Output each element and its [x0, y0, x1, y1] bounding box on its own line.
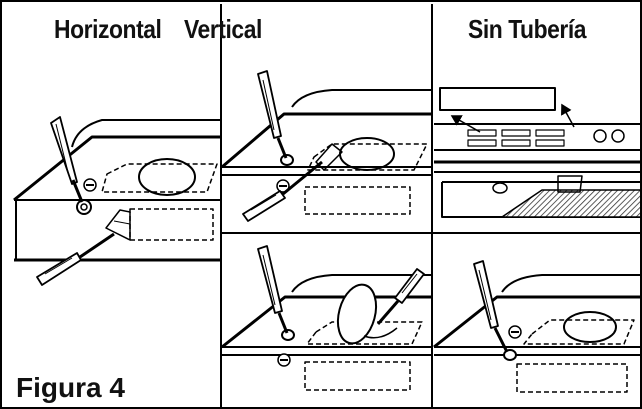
range-hood-sin-tuberia-bottom — [433, 274, 640, 393]
screwdriver-icon — [36, 232, 115, 286]
panel-dividers — [220, 4, 640, 407]
panel-sin-tuberia-bottom — [433, 260, 640, 393]
panel-vertical-bottom — [221, 245, 432, 391]
panel-horizontal — [13, 116, 221, 286]
screwdriver-icon — [50, 116, 84, 203]
screwdriver-icon — [376, 268, 425, 325]
screwdriver-icon — [473, 260, 509, 353]
screwdriver-icon — [242, 160, 323, 222]
screw-icon — [277, 329, 295, 367]
range-hood-horizontal — [13, 119, 221, 262]
title-horizontal: Horizontal — [54, 14, 162, 44]
screw-icon — [503, 325, 522, 361]
screw-icon — [76, 178, 97, 215]
screwdriver-icon — [257, 245, 289, 334]
figure-label: Figura 4 — [16, 372, 125, 403]
title-vertical: Vertical — [184, 14, 262, 44]
title-sin-tuberia: Sin Tubería — [468, 14, 587, 44]
range-hood-vertical-bottom — [221, 274, 432, 391]
screwdriver-icon — [257, 70, 288, 159]
filter-panel — [439, 87, 556, 111]
panel-sin-tuberia-top — [434, 87, 640, 218]
range-hood-vertical-top — [221, 89, 432, 215]
screw-icon — [276, 154, 294, 193]
panel-vertical-top — [221, 70, 432, 222]
range-hood-front-view — [434, 123, 640, 218]
